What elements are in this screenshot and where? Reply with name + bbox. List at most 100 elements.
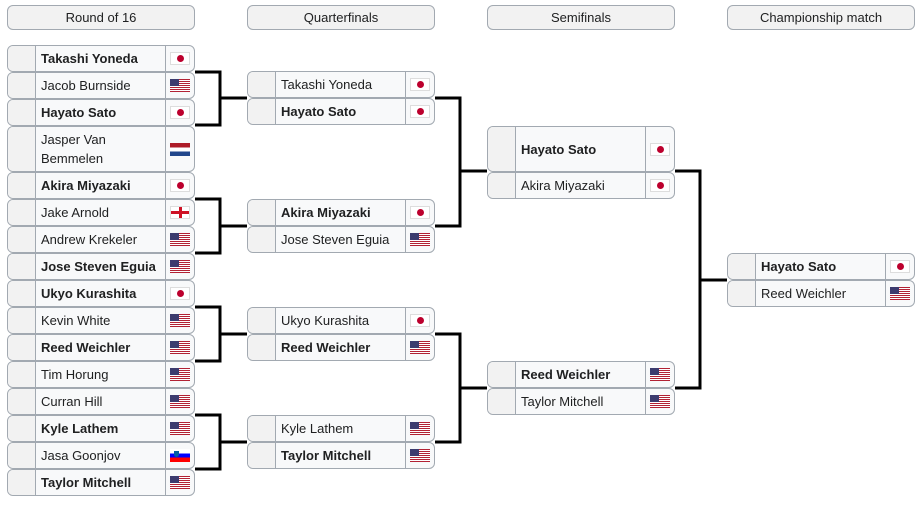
bracket-slot-quarterfinals: Kyle Lathem bbox=[247, 415, 435, 442]
bracket-slot-round-of-16: Ukyo Kurashita bbox=[7, 280, 195, 307]
player-name: Jake Arnold bbox=[41, 205, 109, 220]
flag-cell bbox=[405, 227, 434, 252]
slovenia-flag-icon bbox=[170, 449, 190, 462]
player-name: Andrew Krekeler bbox=[41, 232, 138, 247]
flag-cell bbox=[645, 127, 674, 171]
japan-flag-icon bbox=[170, 52, 190, 65]
player-name: Hayato Sato bbox=[281, 104, 357, 119]
bracket-slot-round-of-16: Akira Miyazaki bbox=[7, 172, 195, 199]
player-name: Curran Hill bbox=[41, 394, 103, 409]
japan-flag-icon bbox=[650, 142, 670, 156]
player-name: Taylor Mitchell bbox=[41, 475, 132, 490]
round-header-championship: Championship match bbox=[727, 5, 915, 30]
japan-flag-icon bbox=[890, 260, 910, 273]
player-name: Takashi Yoneda bbox=[41, 51, 138, 66]
player-name: Takashi Yoneda bbox=[281, 77, 373, 92]
seed-cell bbox=[8, 443, 36, 468]
bracket-slot-round-of-16: Andrew Krekeler bbox=[7, 226, 195, 253]
usa-flag-icon bbox=[890, 287, 910, 300]
seed-cell bbox=[728, 281, 756, 306]
connector-r16-3 bbox=[195, 305, 247, 363]
seed-cell bbox=[248, 335, 276, 360]
flag-cell bbox=[165, 173, 194, 198]
bracket-slot-championship: Reed Weichler bbox=[727, 280, 915, 307]
bracket-slot-quarterfinals: Reed Weichler bbox=[247, 334, 435, 361]
usa-flag-icon bbox=[650, 395, 670, 408]
japan-flag-icon bbox=[650, 179, 670, 192]
player-name: Reed Weichler bbox=[521, 367, 611, 382]
flag-cell bbox=[405, 200, 434, 225]
player-name: Jasa Goonjov bbox=[41, 448, 121, 463]
player-name: Hayato Sato bbox=[41, 105, 117, 120]
flag-cell bbox=[165, 73, 194, 98]
flag-cell bbox=[165, 254, 194, 279]
seed-cell bbox=[8, 281, 36, 306]
round-header-round-of-16: Round of 16 bbox=[7, 5, 195, 30]
bracket-slot-round-of-16: Curran Hill bbox=[7, 388, 195, 415]
japan-flag-icon bbox=[410, 105, 430, 118]
seed-cell bbox=[248, 99, 276, 124]
seed-cell bbox=[8, 308, 36, 333]
england-flag-icon bbox=[170, 206, 190, 219]
flag-cell bbox=[165, 127, 194, 171]
bracket-slot-semifinals: Taylor Mitchell bbox=[487, 388, 675, 415]
bracket-slot-semifinals: Akira Miyazaki bbox=[487, 172, 675, 199]
bracket-slot-quarterfinals: Jose Steven Eguia bbox=[247, 226, 435, 253]
flag-cell bbox=[405, 335, 434, 360]
round-header-quarterfinals: Quarterfinals bbox=[247, 5, 435, 30]
flag-cell bbox=[165, 46, 194, 71]
player-name: Jasper Van Bemmelen bbox=[41, 132, 106, 166]
seed-cell bbox=[8, 362, 36, 387]
bracket-slot-quarterfinals: Hayato Sato bbox=[247, 98, 435, 125]
flag-cell bbox=[165, 100, 194, 125]
bracket-slot-round-of-16: Takashi Yoneda bbox=[7, 45, 195, 72]
flag-cell bbox=[165, 227, 194, 252]
flag-cell bbox=[165, 281, 194, 306]
usa-flag-icon bbox=[170, 341, 190, 354]
flag-cell bbox=[405, 308, 434, 333]
player-name: Reed Weichler bbox=[281, 340, 371, 355]
flag-cell bbox=[165, 389, 194, 414]
usa-flag-icon bbox=[170, 476, 190, 489]
flag-cell bbox=[405, 99, 434, 124]
usa-flag-icon bbox=[170, 314, 190, 327]
usa-flag-icon bbox=[170, 233, 190, 246]
bracket-slot-semifinals: Hayato Sato bbox=[487, 126, 675, 172]
usa-flag-icon bbox=[170, 422, 190, 435]
connector-qf-1 bbox=[435, 96, 487, 228]
seed-cell bbox=[488, 127, 516, 171]
usa-flag-icon bbox=[410, 233, 430, 246]
seed-cell bbox=[248, 416, 276, 441]
player-name: Jose Steven Eguia bbox=[41, 259, 156, 274]
japan-flag-icon bbox=[410, 206, 430, 219]
seed-cell bbox=[8, 173, 36, 198]
japan-flag-icon bbox=[170, 106, 190, 119]
japan-flag-icon bbox=[170, 179, 190, 192]
player-name: Taylor Mitchell bbox=[281, 448, 372, 463]
usa-flag-icon bbox=[170, 395, 190, 408]
seed-cell bbox=[248, 227, 276, 252]
flag-cell bbox=[645, 173, 674, 198]
connector-r16-4 bbox=[195, 413, 247, 471]
seed-cell bbox=[8, 254, 36, 279]
seed-cell bbox=[8, 100, 36, 125]
flag-cell bbox=[165, 416, 194, 441]
bracket-slot-round-of-16: Jasper Van Bemmelen bbox=[7, 126, 195, 172]
player-name: Jose Steven Eguia bbox=[281, 232, 390, 247]
player-name: Ukyo Kurashita bbox=[41, 286, 137, 301]
flag-cell bbox=[645, 389, 674, 414]
seed-cell bbox=[8, 470, 36, 495]
seed-cell bbox=[488, 389, 516, 414]
flag-cell bbox=[645, 362, 674, 387]
bracket-slot-round-of-16: Jasa Goonjov bbox=[7, 442, 195, 469]
connector-r16-2 bbox=[195, 197, 247, 255]
player-name: Reed Weichler bbox=[761, 286, 847, 301]
japan-flag-icon bbox=[170, 287, 190, 300]
player-name: Kyle Lathem bbox=[281, 421, 354, 436]
usa-flag-icon bbox=[170, 368, 190, 381]
flag-cell bbox=[165, 308, 194, 333]
connector-sf bbox=[675, 169, 727, 390]
flag-cell bbox=[405, 443, 434, 468]
usa-flag-icon bbox=[410, 449, 430, 462]
